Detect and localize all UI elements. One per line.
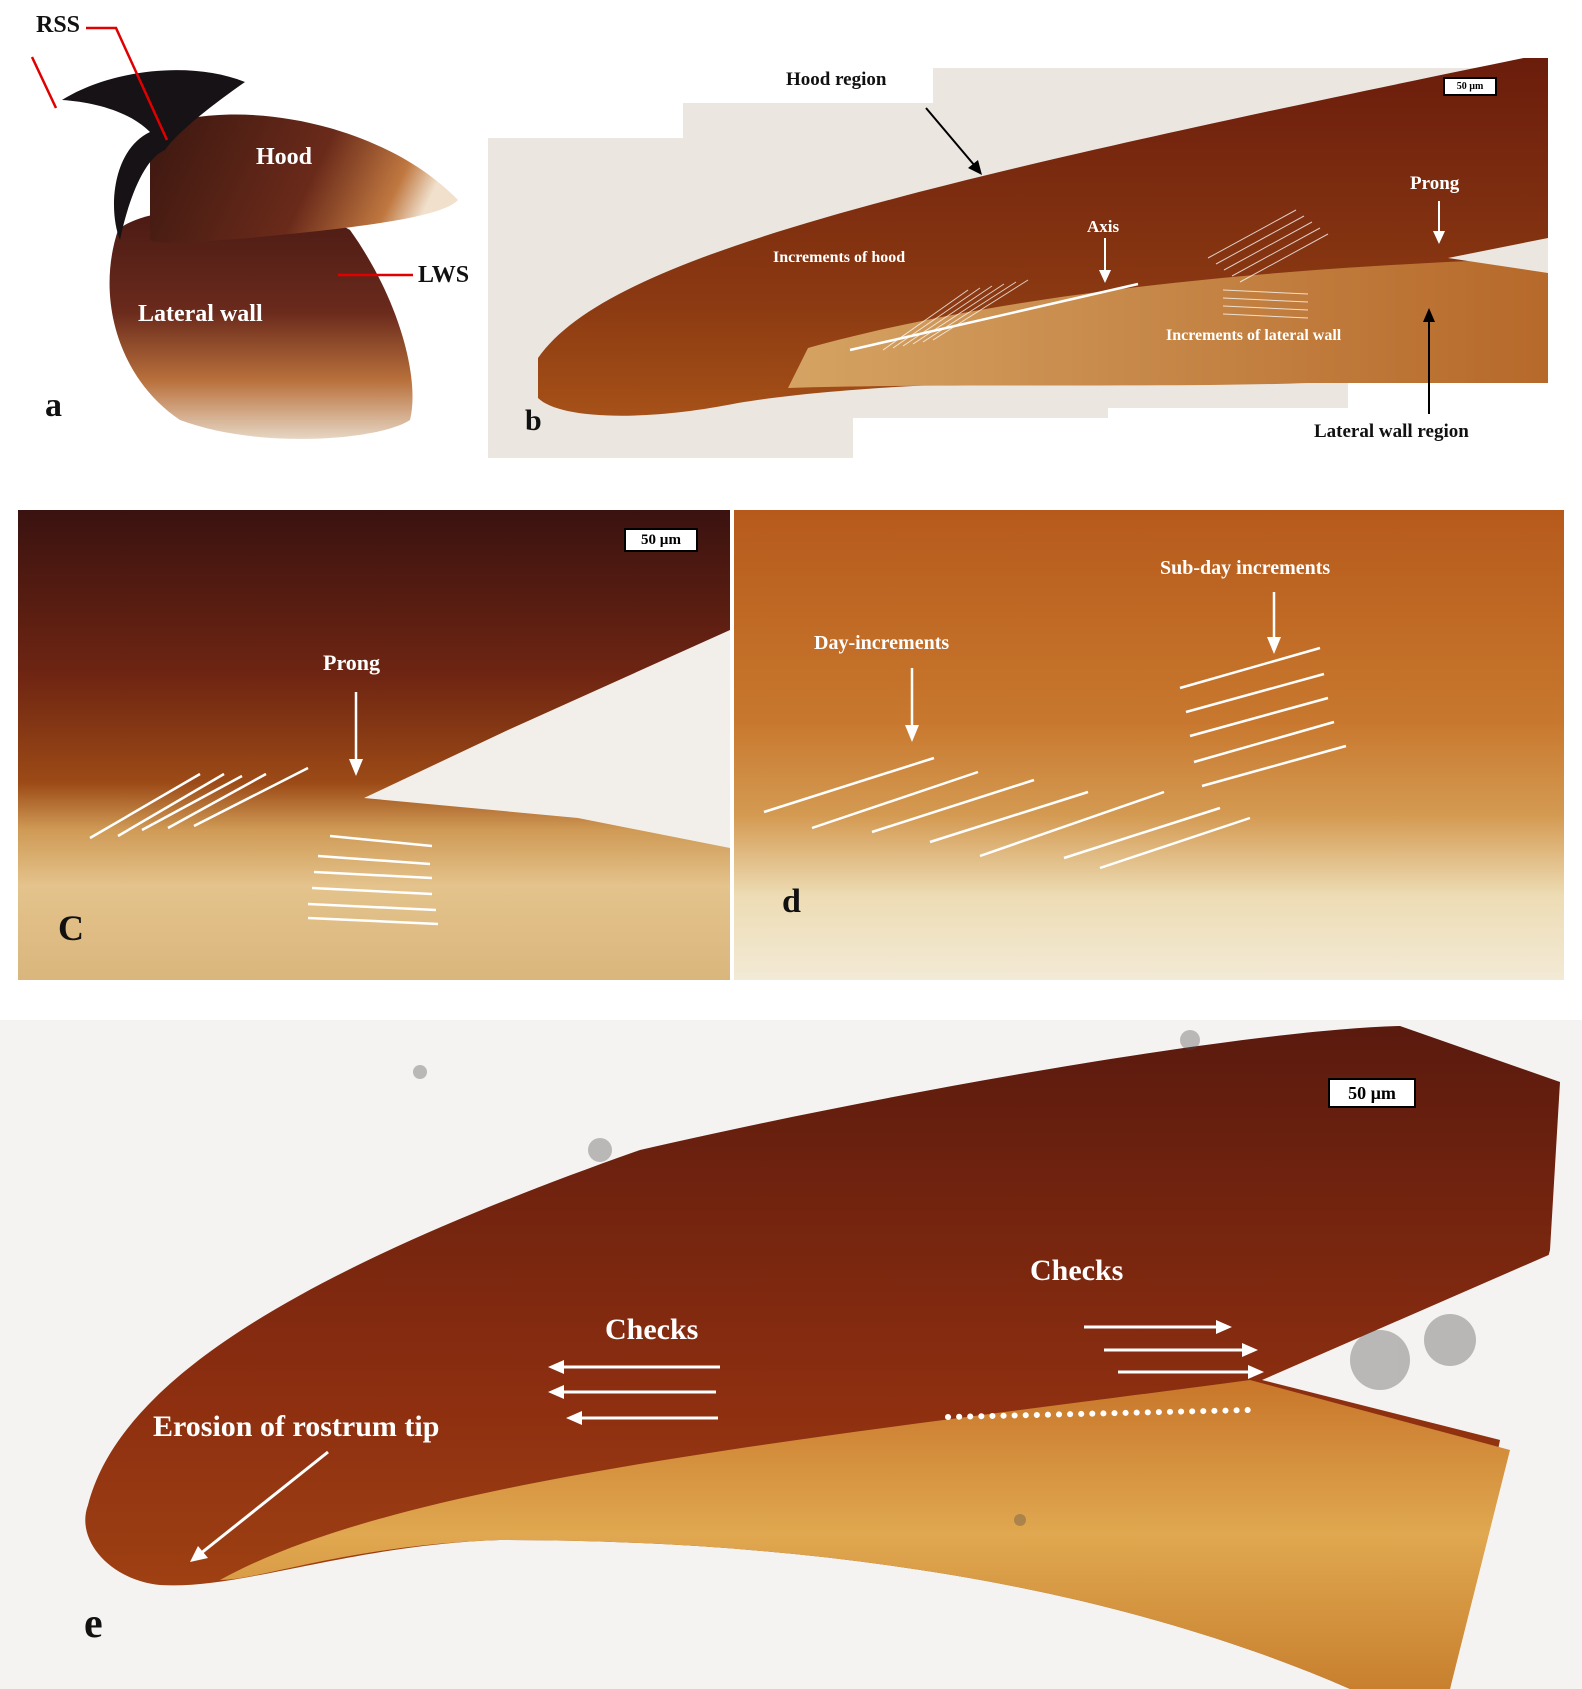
rss-pointer-lines: [30, 26, 413, 277]
panel-letter-c: C: [58, 908, 84, 948]
panel-letter-b: b: [525, 404, 542, 437]
rss-label: RSS: [36, 12, 81, 38]
panel-b: Hood region 50 µm Prong Axis Increments …: [488, 58, 1548, 458]
axis-label: Axis: [1087, 217, 1120, 236]
prong-label-b: Prong: [1410, 173, 1460, 194]
scale-bar-b: 50 µm: [1443, 77, 1497, 96]
lateral-wall-region-label: Lateral wall region: [1314, 421, 1469, 442]
erosion-label: Erosion of rostrum tip: [153, 1410, 440, 1443]
panel-d: Sub-day increments Day-increments d: [734, 510, 1564, 980]
panel-letter-a: a: [45, 387, 62, 424]
hood-region-label: Hood region: [786, 69, 887, 90]
panel-c: 50 µm Prong C: [18, 510, 730, 980]
hood-section-micrograph: [488, 58, 1548, 458]
checks-right-label: Checks: [1030, 1254, 1124, 1287]
sub-day-label: Sub-day increments: [1160, 557, 1331, 579]
prong-micrograph: [18, 510, 730, 980]
increments-micrograph: [734, 510, 1564, 980]
panel-e: 50 µm Checks Checks Erosion of rostrum t…: [0, 1020, 1582, 1689]
beak-photo: [62, 70, 458, 439]
hood-label: Hood: [256, 144, 313, 170]
day-increments-label: Day-increments: [814, 632, 950, 654]
eroded-rostrum-micrograph: [0, 1020, 1582, 1689]
lws-label: LWS: [418, 262, 470, 288]
increments-hood-label: Increments of hood: [773, 249, 906, 266]
panel-letter-e: e: [84, 1601, 103, 1647]
scale-bar-c: 50 µm: [624, 528, 698, 552]
panel-a: RSS Hood LWS Lateral wall a: [0, 0, 480, 450]
panel-letter-d: d: [782, 883, 801, 920]
lateral-wall-label: Lateral wall: [138, 301, 263, 327]
checks-left-label: Checks: [605, 1313, 699, 1346]
prong-label-c: Prong: [323, 650, 381, 675]
increment-lines-b: [849, 107, 1445, 414]
increments-lateral-label: Increments of lateral wall: [1166, 327, 1342, 344]
scale-bar-e: 50 µm: [1328, 1078, 1416, 1108]
